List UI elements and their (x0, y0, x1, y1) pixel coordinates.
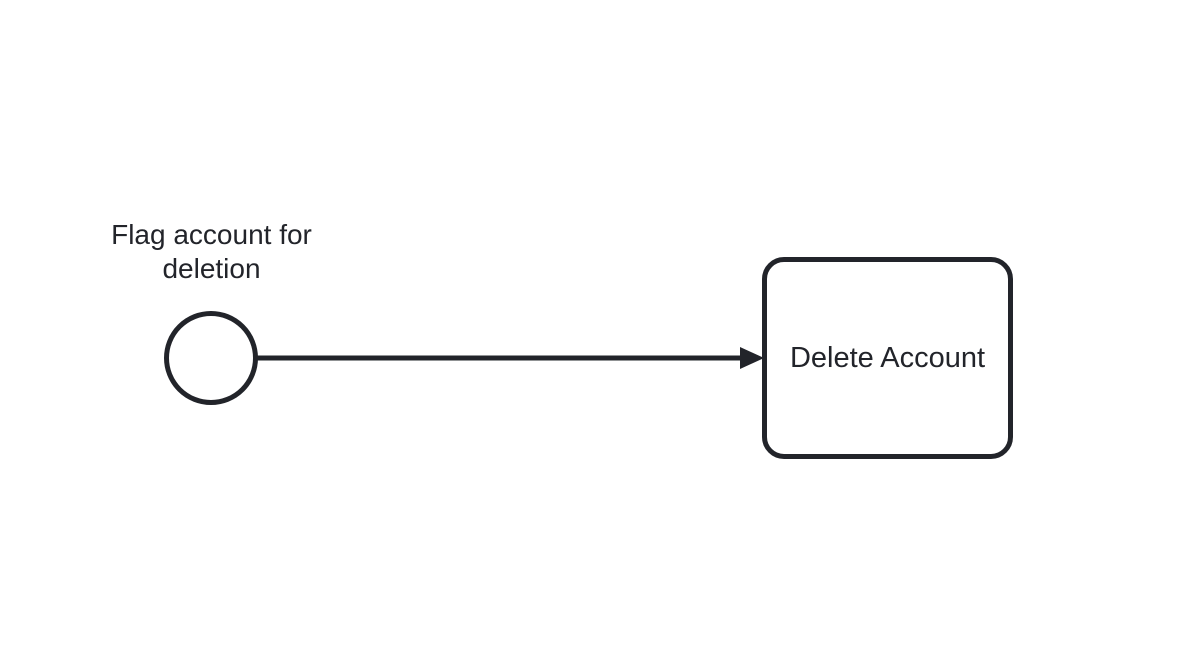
sequence-flow-arrow[interactable] (256, 347, 764, 369)
arrowhead-icon (740, 347, 764, 369)
start-event-label: Flag account for deletion (111, 219, 312, 284)
task-label: Delete Account (789, 342, 986, 374)
task-delete-account[interactable]: Delete Account (762, 257, 1013, 459)
start-event-circle[interactable] (164, 311, 258, 405)
